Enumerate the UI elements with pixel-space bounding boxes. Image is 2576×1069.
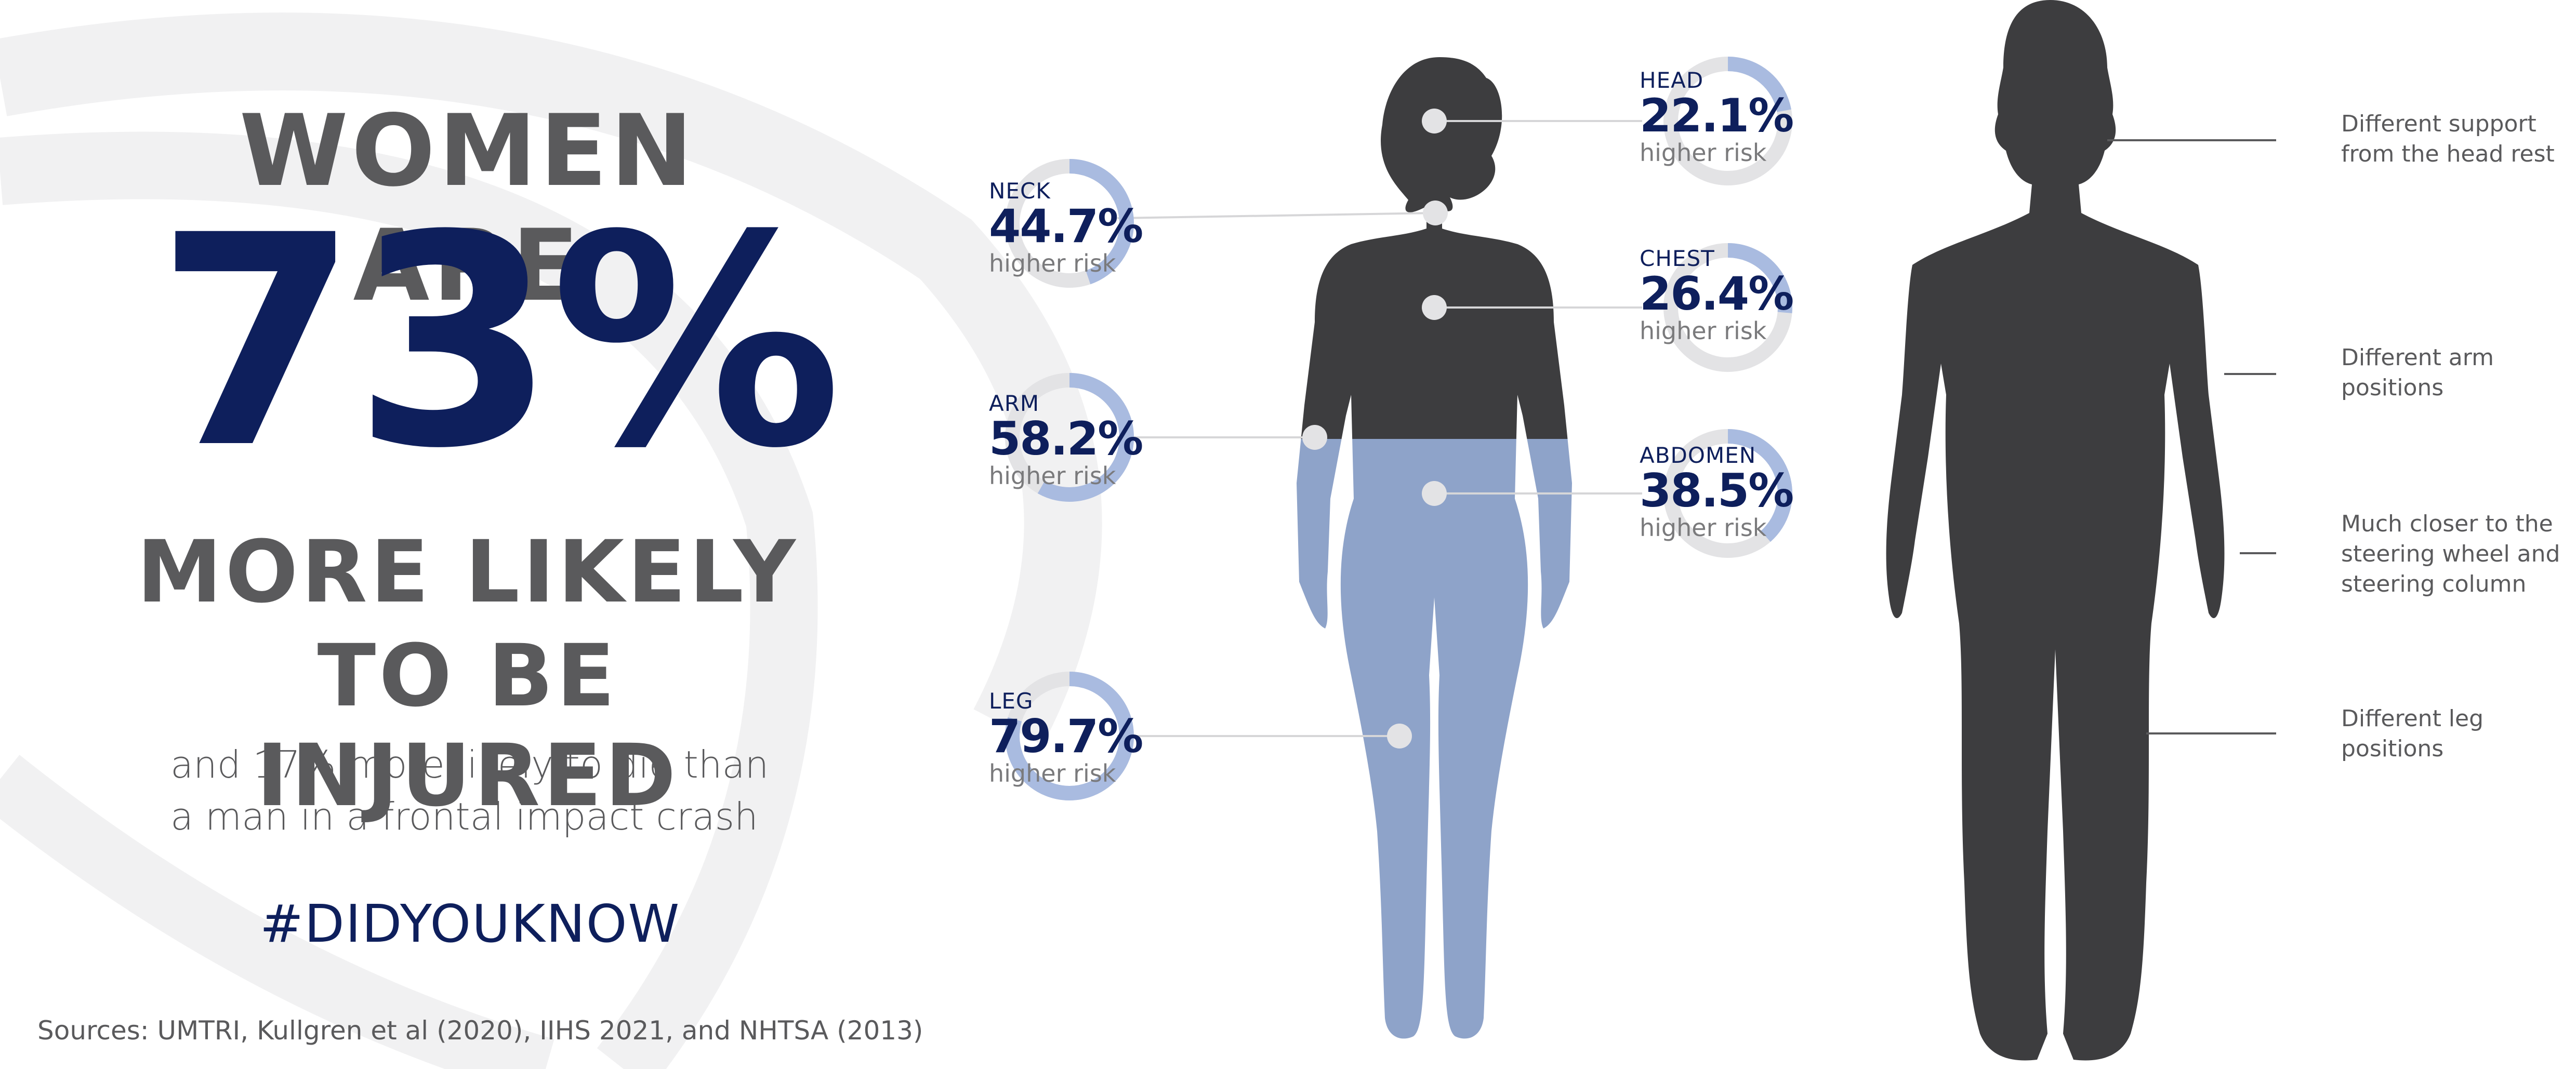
note-steering-line-3: steering column: [2341, 571, 2527, 597]
stat-abdomen-value: 38.5%: [1640, 464, 1794, 517]
note-arm-positions: Different arm positions: [2341, 343, 2494, 403]
ring-fill-arm: [1005, 373, 1134, 502]
marker-arm: [1302, 425, 1327, 450]
stat-neck-risk: higher risk: [989, 249, 1116, 277]
note-head-rest: Different support from the head rest: [2341, 109, 2555, 169]
note-arm-positions-line-1: Different arm: [2341, 344, 2494, 371]
stat-arm-value: 58.2%: [989, 412, 1143, 465]
headline-more-likely: MORE LIKELY: [137, 522, 799, 622]
marker-chest: [1422, 295, 1447, 320]
note-steering-line-1: Much closer to the: [2341, 511, 2553, 537]
stat-chest: CHEST 26.4% higher risk: [1640, 246, 1794, 345]
stat-neck-value: 44.7%: [989, 199, 1143, 253]
stat-leg-risk: higher risk: [989, 759, 1116, 787]
note-leg-positions-line-1: Different leg: [2341, 705, 2484, 732]
stat-chest-risk: higher risk: [1640, 317, 1767, 345]
ring-fill-neck: [1005, 159, 1134, 288]
stat-chest-label: CHEST: [1640, 246, 1715, 271]
marker-leg: [1387, 724, 1412, 749]
marker-head: [1422, 109, 1447, 133]
stat-head: HEAD 22.1% higher risk: [1640, 68, 1794, 167]
headline-women-are: WOMEN ARE: [239, 93, 696, 323]
stat-leg: LEG 79.7% higher risk: [989, 688, 1143, 787]
stat-neck-label: NECK: [989, 178, 1051, 204]
stat-abdomen-risk: higher risk: [1640, 514, 1767, 542]
stat-abdomen: ABDOMEN 38.5% higher risk: [1640, 443, 1794, 542]
note-head-rest-line-2: from the head rest: [2341, 141, 2555, 167]
ring-fill-chest: [1663, 243, 1792, 372]
stat-leg-label: LEG: [989, 688, 1034, 714]
connector-neck: [1117, 212, 1436, 219]
headline-to-be-injured: TO BE INJURED: [256, 626, 679, 825]
note-head-rest-line-1: Different support: [2341, 111, 2537, 137]
sources-note: Sources: UMTRI, Kullgren et al (2020), I…: [37, 1015, 923, 1046]
stat-head-risk: higher risk: [1640, 139, 1767, 167]
ring-fill-leg: [1005, 672, 1134, 800]
subtitle-line-1: and 17% more likely to die than: [170, 743, 769, 786]
stat-abdomen-label: ABDOMEN: [1640, 443, 1756, 468]
marker-abdomen: [1422, 481, 1447, 506]
subtitle-line-2: a man in a frontal impact crash: [170, 795, 758, 838]
stat-arm: ARM 58.2% higher risk: [989, 391, 1143, 490]
stat-neck: NECK 44.7% higher risk: [989, 178, 1143, 277]
stat-head-label: HEAD: [1640, 68, 1704, 93]
ring-fill-abdomen: [1663, 429, 1792, 558]
hashtag: #DIDYOUKNOW: [260, 893, 681, 954]
marker-neck: [1423, 201, 1448, 225]
ring-fill-head: [1663, 57, 1792, 185]
female-silhouette: [1297, 57, 1572, 1039]
stat-arm-label: ARM: [989, 391, 1040, 416]
note-steering: Much closer to the steering wheel and st…: [2341, 509, 2560, 599]
stat-leg-value: 79.7%: [989, 710, 1143, 763]
note-steering-line-2: steering wheel and: [2341, 541, 2560, 567]
stat-arm-risk: higher risk: [989, 462, 1116, 490]
male-silhouette: [1886, 0, 2225, 1061]
note-arm-positions-line-2: positions: [2341, 375, 2444, 401]
note-leg-positions-line-2: positions: [2341, 736, 2444, 762]
stat-head-value: 22.1%: [1640, 89, 1794, 142]
stat-chest-value: 26.4%: [1640, 267, 1794, 320]
headline-percentage: 73%: [156, 173, 842, 512]
note-leg-positions: Different leg positions: [2341, 704, 2483, 764]
